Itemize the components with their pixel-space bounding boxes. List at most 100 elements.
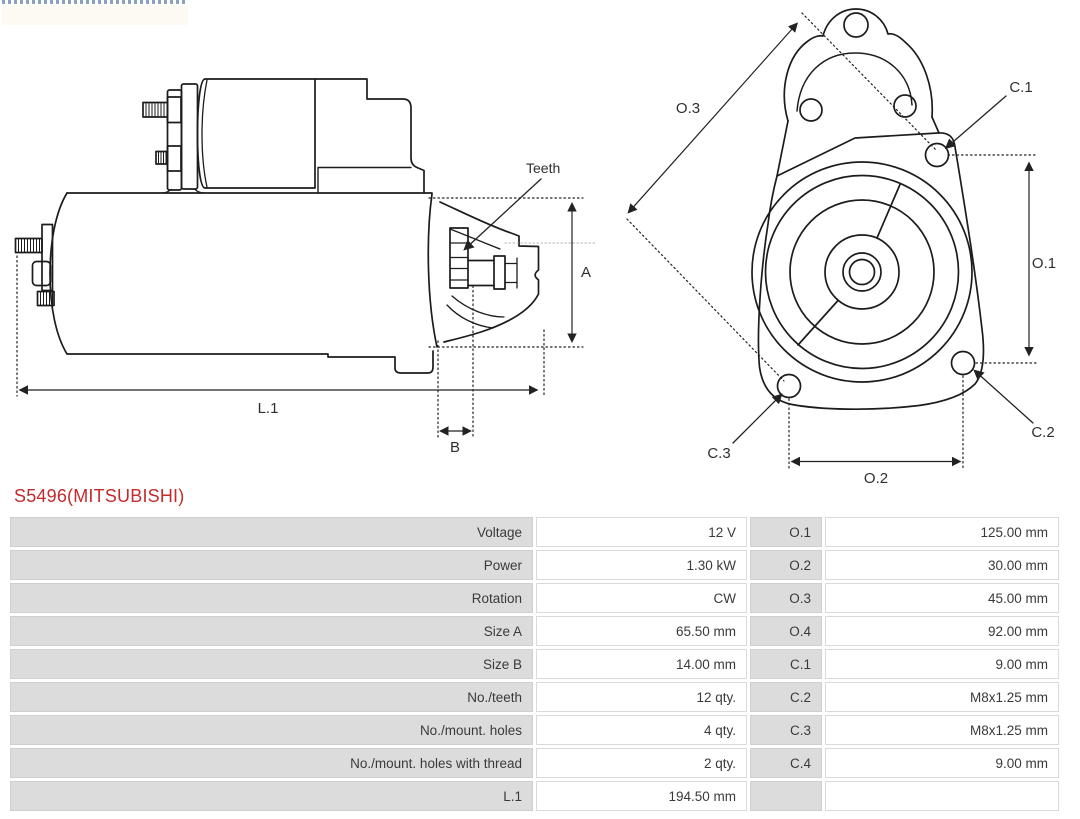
dim-c2-label: C.2 bbox=[1031, 424, 1054, 441]
dim-c1-label: C.1 bbox=[1009, 79, 1032, 96]
radial-section-lines bbox=[797, 183, 901, 346]
shaft-stub bbox=[504, 257, 518, 289]
spec-value: CW bbox=[536, 583, 747, 613]
spec-value: 12 V bbox=[536, 517, 747, 547]
spec-dim-label: C.1 bbox=[750, 649, 822, 679]
part-number-title: S5496(MITSUBISHI) bbox=[14, 486, 185, 506]
top-bracket-inner bbox=[796, 52, 913, 112]
spec-label: Power bbox=[10, 550, 533, 580]
spec-value: 4 qty. bbox=[536, 715, 747, 745]
dim-o3-label: O.3 bbox=[676, 100, 700, 117]
spec-dim-value: M8x1.25 mm bbox=[825, 682, 1059, 712]
solenoid-housing-base bbox=[317, 166, 412, 194]
drive-end-arc bbox=[427, 193, 438, 348]
terminal-nut-lower bbox=[166, 145, 182, 172]
body-terminal-plate bbox=[41, 223, 54, 292]
spec-dim-value: 45.00 mm bbox=[825, 583, 1059, 613]
spec-dim-label: O.1 bbox=[750, 517, 822, 547]
spec-value: 65.50 mm bbox=[536, 616, 747, 646]
brand-logo-tint bbox=[2, 5, 188, 25]
spec-dim-label bbox=[750, 781, 822, 811]
terminal-stud-upper-threads bbox=[145, 102, 165, 118]
spec-label: No./mount. holes bbox=[10, 715, 533, 745]
mounting-flange bbox=[757, 132, 985, 411]
terminal-stud-lower bbox=[155, 150, 169, 165]
pinion-shaft bbox=[467, 259, 495, 287]
solenoid-cylinder bbox=[196, 78, 316, 189]
hole-c2 bbox=[950, 350, 976, 376]
bell-housing bbox=[439, 201, 540, 343]
side-view-outline bbox=[14, 78, 540, 374]
c3-leader-arrow bbox=[732, 393, 783, 444]
spec-value: 12 qty. bbox=[536, 682, 747, 712]
c1-leader-arrow bbox=[944, 95, 1007, 150]
dim-c3-label: C.3 bbox=[707, 445, 730, 462]
solenoid-ring-1 bbox=[166, 89, 183, 191]
spec-dim-label: C.2 bbox=[750, 682, 822, 712]
body-terminal-stud bbox=[14, 237, 43, 254]
dim-o3-arrow bbox=[627, 22, 798, 214]
dim-o1-label: O.1 bbox=[1032, 255, 1056, 272]
front-view-outline bbox=[751, 8, 985, 411]
brand-logo-strip bbox=[2, 0, 188, 4]
body-lower-nut-threads bbox=[40, 291, 53, 306]
dim-a-label: A bbox=[581, 264, 591, 281]
spec-dim-value: M8x1.25 mm bbox=[825, 715, 1059, 745]
dim-o3-extension-c3 bbox=[626, 218, 785, 382]
shaft-collar bbox=[493, 255, 506, 290]
solenoid-ring-2 bbox=[180, 83, 199, 190]
dim-l1-label: L.1 bbox=[258, 400, 279, 417]
face-ring-outer bbox=[751, 161, 973, 383]
spec-label: Voltage bbox=[10, 517, 533, 547]
technical-drawing: Teeth A L.1 B bbox=[14, 8, 1056, 485]
dim-b-label: B bbox=[450, 439, 460, 456]
bracket-hole-right bbox=[893, 94, 917, 118]
spec-value: 1.30 kW bbox=[536, 550, 747, 580]
spec-dim-value: 125.00 mm bbox=[825, 517, 1059, 547]
front-view-dimensions bbox=[626, 12, 1039, 469]
hole-c3 bbox=[776, 373, 802, 399]
spec-value: 14.00 mm bbox=[536, 649, 747, 679]
side-view-dimensions bbox=[16, 178, 598, 438]
spec-label: No./teeth bbox=[10, 682, 533, 712]
body-lower-nut bbox=[36, 290, 55, 307]
spec-dim-value: 30.00 mm bbox=[825, 550, 1059, 580]
spec-label: No./mount. holes with thread bbox=[10, 748, 533, 778]
spec-dim-value: 9.00 mm bbox=[825, 649, 1059, 679]
teeth-label: Teeth bbox=[526, 160, 560, 176]
spec-table: Voltage 12 V O.1 125.00 mm Power 1.30 kW… bbox=[10, 517, 1059, 811]
spec-value: 194.50 mm bbox=[536, 781, 747, 811]
c2-leader-arrow bbox=[973, 369, 1034, 424]
solenoid-housing bbox=[314, 78, 425, 194]
face-ring-3 bbox=[789, 199, 935, 345]
shaft-center bbox=[848, 258, 876, 286]
motor-body-shell bbox=[49, 192, 434, 374]
terminal-stud-lower-threads bbox=[158, 151, 167, 165]
solenoid-cylinder-edge bbox=[201, 79, 208, 188]
dim-o3-extension-c1 bbox=[801, 12, 938, 152]
drive-fork-arcs bbox=[446, 295, 505, 329]
spec-dim-label: C.4 bbox=[750, 748, 822, 778]
dim-o2-label: O.2 bbox=[864, 470, 888, 485]
hole-c1 bbox=[924, 142, 950, 168]
spec-dim-value: 9.00 mm bbox=[825, 748, 1059, 778]
pinion-teeth-lines bbox=[449, 242, 469, 281]
spec-dim-value: 92.00 mm bbox=[825, 616, 1059, 646]
spec-label: Rotation bbox=[10, 583, 533, 613]
spec-label: Size B bbox=[10, 649, 533, 679]
teeth-leader-arrow bbox=[463, 178, 542, 251]
spec-dim-value bbox=[825, 781, 1059, 811]
bracket-side-lines bbox=[776, 116, 940, 177]
shaft-ring bbox=[842, 252, 882, 292]
top-bracket bbox=[783, 8, 934, 122]
body-connector bbox=[31, 260, 52, 287]
spec-value: 2 qty. bbox=[536, 748, 747, 778]
spec-dim-label: O.4 bbox=[750, 616, 822, 646]
face-ring-2 bbox=[764, 174, 960, 370]
bracket-hole-left bbox=[799, 98, 823, 122]
terminal-nut-upper bbox=[166, 96, 182, 124]
body-terminal-stud-threads bbox=[18, 238, 40, 253]
spec-label: L.1 bbox=[10, 781, 533, 811]
spec-dim-label: C.3 bbox=[750, 715, 822, 745]
